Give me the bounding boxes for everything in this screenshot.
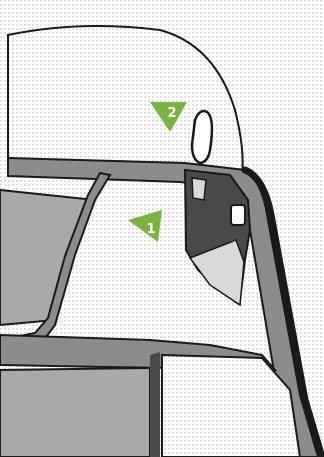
belt-webbing — [188, 239, 245, 307]
headrest — [7, 25, 244, 177]
callout-1-label: 1 — [146, 222, 155, 237]
belt-guide-loop — [190, 109, 214, 165]
green-triangle-arrow-icon — [150, 102, 187, 132]
seat-cushion-right — [161, 353, 302, 457]
cushion-divider — [150, 352, 160, 457]
seat-outer-contour — [241, 166, 324, 457]
seat-bolster-trim — [0, 171, 112, 352]
callout-1: 1 — [128, 210, 162, 242]
green-triangle-arrow-icon — [128, 210, 162, 242]
callout-2-label: 2 — [167, 106, 176, 121]
buckle-tongue — [191, 177, 207, 201]
callout-2: 2 — [150, 102, 187, 132]
seat-cushion-left — [0, 366, 151, 457]
buckle-release-button — [230, 204, 246, 226]
